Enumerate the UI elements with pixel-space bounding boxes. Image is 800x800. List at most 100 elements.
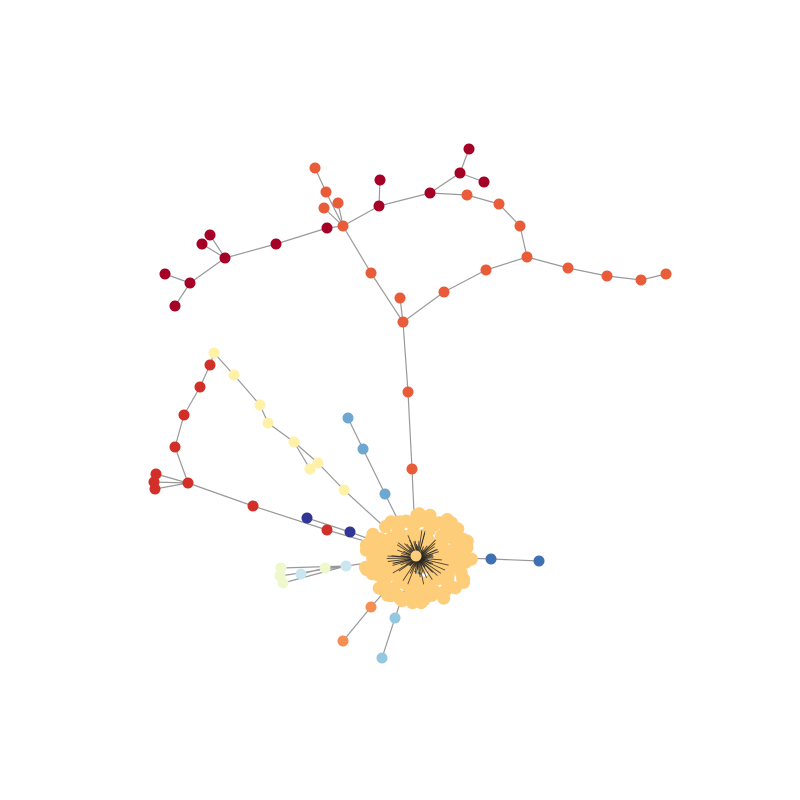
edge — [154, 482, 189, 490]
cluster-node — [448, 530, 462, 544]
cluster-node — [414, 590, 428, 604]
edge — [224, 243, 277, 259]
cluster-node — [458, 542, 472, 556]
cluster-node — [375, 578, 389, 592]
graph-node — [342, 412, 354, 424]
edge — [233, 374, 261, 406]
cluster-node — [434, 542, 448, 556]
graph-node — [454, 167, 466, 179]
graph-node — [406, 463, 418, 475]
graph-node — [194, 381, 206, 393]
edge — [402, 321, 409, 393]
edge — [347, 417, 364, 450]
edge — [279, 565, 347, 577]
graph-node — [262, 417, 274, 429]
cluster-node — [410, 508, 424, 522]
edge — [429, 192, 468, 196]
graph-node — [493, 198, 505, 210]
graph-node — [178, 409, 190, 421]
edge — [443, 269, 487, 293]
edge — [252, 505, 328, 531]
graph-node — [208, 347, 220, 359]
graph-node — [521, 251, 533, 263]
edge — [370, 272, 404, 323]
graph-node — [480, 264, 492, 276]
cluster-node — [374, 535, 388, 549]
graph-node — [204, 359, 216, 371]
cluster-node — [387, 581, 401, 595]
graph-node — [337, 220, 349, 232]
edge — [155, 473, 189, 484]
graph-node — [635, 274, 647, 286]
edge — [567, 267, 608, 277]
cluster-node — [434, 587, 448, 601]
cluster-node — [392, 516, 406, 530]
graph-node — [219, 252, 231, 264]
edge — [282, 565, 347, 584]
graph-node — [374, 174, 386, 186]
edge — [490, 558, 540, 562]
cluster-node — [388, 529, 402, 543]
edge — [342, 225, 372, 274]
graph-node — [397, 316, 409, 328]
hub-spoke — [417, 557, 442, 574]
graph-node — [463, 143, 475, 155]
graph-node — [338, 484, 350, 496]
cluster-node — [438, 519, 452, 532]
hub-spoke — [417, 557, 433, 580]
edge — [378, 192, 431, 207]
graph-node — [318, 202, 330, 214]
edge — [275, 227, 328, 245]
graph-node — [169, 441, 181, 453]
graph-node — [254, 399, 266, 411]
cluster-node — [406, 525, 420, 539]
cluster-node — [400, 578, 414, 592]
graph-node — [478, 176, 490, 188]
graph-node — [228, 369, 240, 381]
graph-node — [320, 186, 332, 198]
edge — [407, 391, 413, 470]
cluster-node — [370, 568, 384, 582]
edge — [402, 291, 445, 323]
graph-node — [601, 270, 613, 282]
edge — [174, 446, 189, 484]
graph-node — [424, 187, 436, 199]
graph-node — [402, 386, 414, 398]
graph-node — [196, 238, 208, 250]
edge — [317, 462, 345, 491]
graph-node — [461, 189, 473, 201]
graph-node — [295, 568, 307, 580]
cluster-node — [359, 543, 373, 557]
graph-node — [159, 268, 171, 280]
graph-node — [169, 300, 181, 312]
graph-node — [321, 222, 333, 234]
graph-node — [277, 577, 289, 589]
graph-node — [344, 526, 356, 538]
cluster-node — [464, 552, 478, 566]
edge — [174, 414, 185, 448]
graph-node — [389, 612, 401, 624]
cluster-node — [419, 513, 433, 527]
graph-node — [485, 553, 497, 565]
cluster-node — [434, 529, 448, 543]
hub-node — [410, 550, 422, 562]
edge — [606, 275, 642, 281]
cluster-node — [388, 566, 402, 580]
graph-node — [304, 463, 316, 475]
graph-node — [288, 436, 300, 448]
graph-nodes — [148, 143, 672, 664]
graph-node — [309, 162, 321, 174]
hub-spoke — [417, 557, 442, 561]
cluster-node — [379, 520, 392, 533]
graph-node — [149, 483, 161, 495]
graph-node — [247, 500, 259, 512]
graph-node — [319, 562, 331, 574]
edge — [485, 256, 528, 271]
graph-node — [184, 277, 196, 289]
graph-node — [533, 555, 545, 567]
graph-node — [275, 562, 287, 574]
graph-node — [438, 286, 450, 298]
graph-node — [514, 220, 526, 232]
graph-node — [182, 477, 194, 489]
